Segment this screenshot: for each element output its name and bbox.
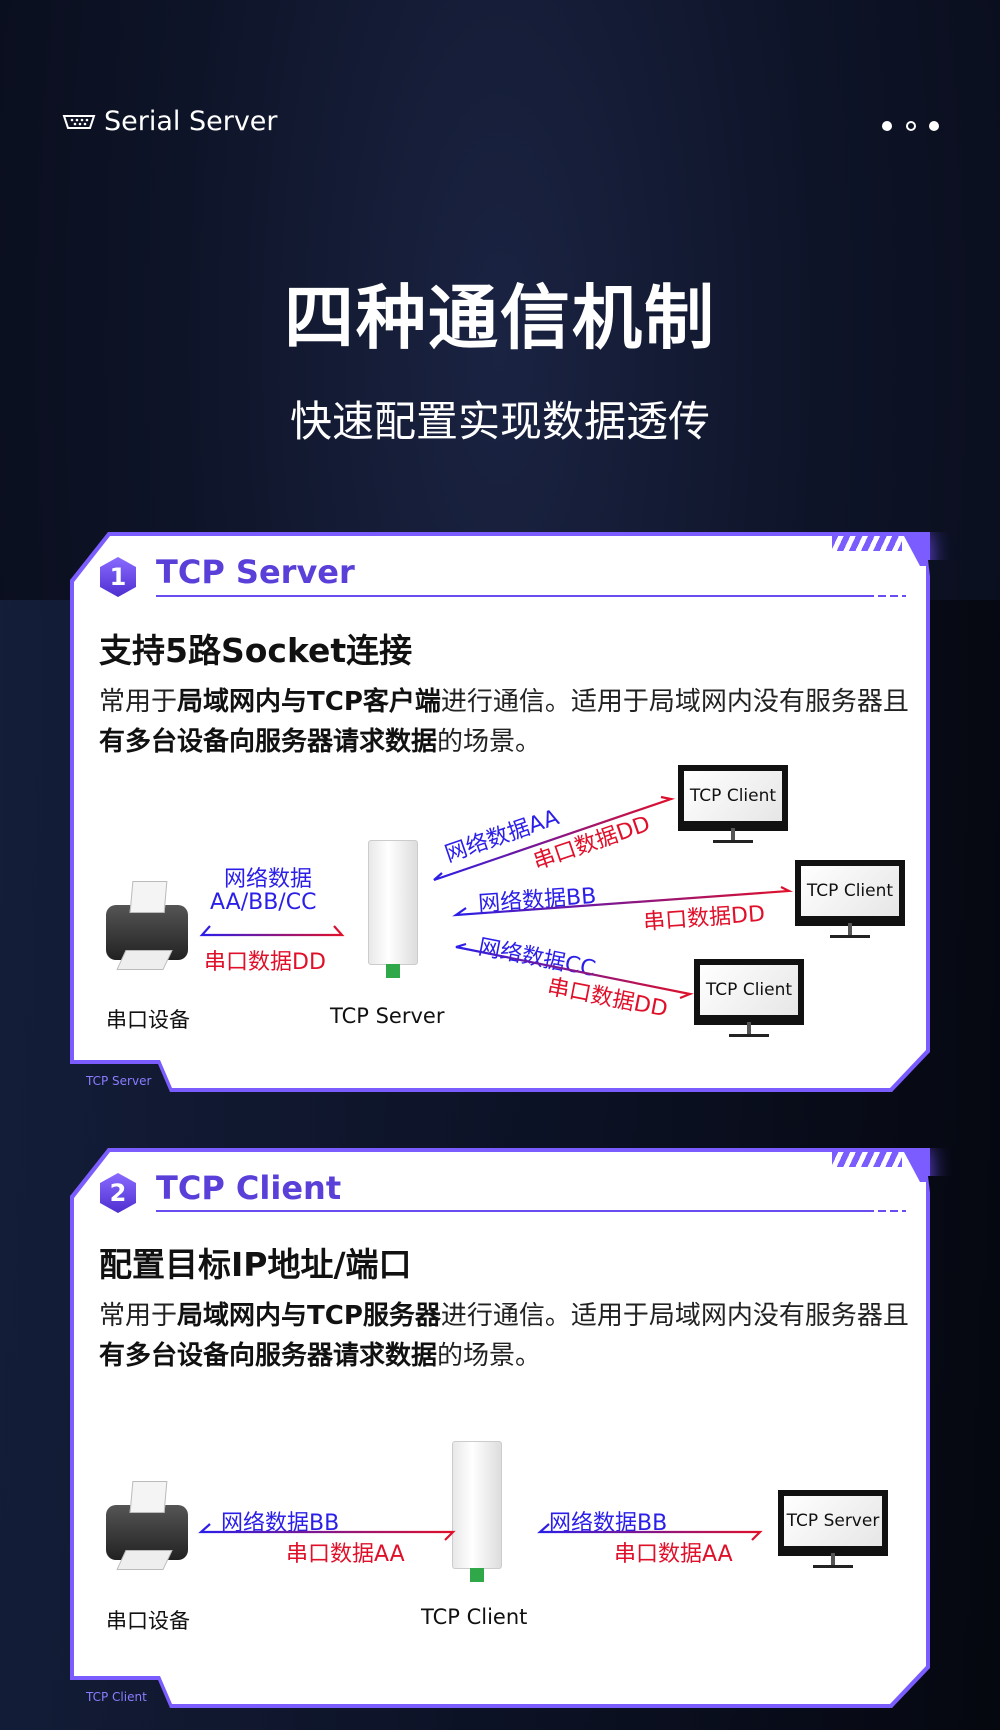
serial-device-label: 串口设备	[106, 1008, 190, 1032]
serial-data-label: 串口数据AA	[286, 1542, 405, 1567]
pager-dot-active[interactable]	[906, 121, 916, 131]
serial-client-device-image	[452, 1441, 502, 1582]
description-text: 常用于	[99, 687, 178, 717]
emphasis-text: 局域网内与TCP服务器	[177, 1301, 441, 1331]
module-label: TCP Client	[421, 1605, 528, 1629]
decor-stripes	[832, 1151, 902, 1167]
server-monitor: TCP Server	[778, 1490, 888, 1568]
description-text: 常用于	[99, 1301, 178, 1331]
card-description: 常用于局域网内与TCP客户端进行通信。适用于局域网内没有服务器且有多台设备向服务…	[99, 682, 919, 762]
brand: Serial Server	[62, 106, 278, 137]
description-text: 进行通信。适用于局域网内没有服务器且	[440, 1301, 909, 1331]
module-label: TCP Server	[330, 1004, 445, 1028]
printer-image	[106, 905, 188, 960]
step-badge: 1	[100, 557, 136, 597]
serial-data-label: 串口数据AA	[614, 1542, 733, 1567]
card-heading: 配置目标IP地址/端口	[99, 1245, 412, 1284]
pager-dot[interactable]	[929, 121, 939, 131]
card-footer-label: TCP Client	[86, 1690, 147, 1704]
emphasis-text: 有多台设备向服务器请求数据	[99, 727, 438, 757]
divider-dash	[878, 595, 906, 597]
printer-image	[106, 1505, 188, 1560]
client-monitor: TCP Client	[678, 765, 788, 843]
emphasis-text: 有多台设备向服务器请求数据	[99, 1341, 438, 1371]
serial-server-device-image	[368, 840, 418, 978]
card-tcp-client	[70, 1148, 930, 1708]
card-description: 常用于局域网内与TCP服务器进行通信。适用于局域网内没有服务器且有多台设备向服务…	[99, 1296, 919, 1376]
serial-data-label: 串口数据DD	[204, 950, 326, 975]
net-data-label: 网络数据BB	[549, 1511, 668, 1536]
client-monitor: TCP Client	[795, 860, 905, 938]
page-title: 四种通信机制	[284, 277, 716, 359]
net-data-values: AA/BB/CC	[210, 890, 317, 915]
divider	[156, 1210, 874, 1212]
divider-dash	[878, 1210, 906, 1212]
description-text: 的场景。	[437, 727, 542, 757]
description-text: 的场景。	[437, 1341, 542, 1371]
page-subtitle: 快速配置实现数据透传	[289, 397, 710, 446]
client-monitor: TCP Client	[694, 959, 804, 1037]
net-data-label: 网络数据	[224, 867, 313, 892]
card-footer-label: TCP Server	[86, 1074, 152, 1088]
card-title: TCP Server	[156, 553, 355, 591]
divider	[156, 595, 874, 597]
brand-name: Serial Server	[104, 106, 278, 137]
card-heading: 支持5路Socket连接	[99, 631, 413, 670]
description-text: 进行通信。适用于局域网内没有服务器且	[440, 687, 909, 717]
decor-stripes	[832, 535, 902, 551]
serial-device-label: 串口设备	[106, 1609, 190, 1633]
emphasis-text: 局域网内与TCP客户端	[177, 687, 441, 717]
card-title: TCP Client	[156, 1169, 342, 1207]
net-data-label: 网络数据BB	[221, 1511, 340, 1536]
pager-dot[interactable]	[882, 121, 892, 131]
serial-port-icon	[62, 114, 96, 129]
